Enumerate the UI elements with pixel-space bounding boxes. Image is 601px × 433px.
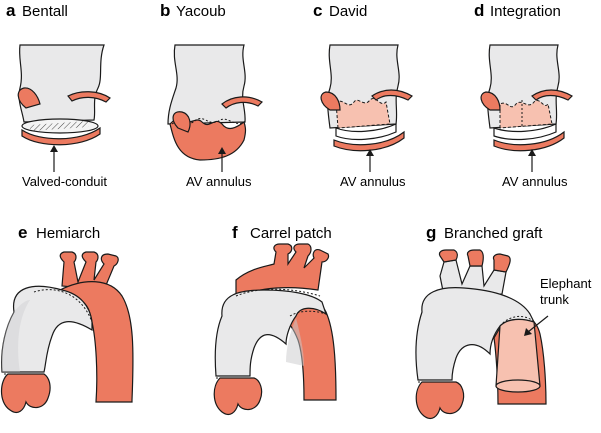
panel-g-trunk-end [495,379,541,393]
panel-c-coronary-right [371,89,413,101]
panel-c-arrowhead [366,149,374,156]
panel-a-coronary-right [67,91,111,103]
panel-d-coronary-left [480,91,501,111]
panel-c-annulus [333,130,405,152]
panel-d-ring [493,123,557,141]
panel-b-title: Yacoub [176,3,226,20]
panel-g-label-line1: Elephant [540,276,592,291]
panel-c: c David AV annulus [313,1,413,189]
panel-a-annulus [21,126,101,146]
panel-g-title: Branched graft [444,225,543,242]
panel-f-root [213,377,263,416]
panel-g-arrowhead [524,328,532,336]
panel-c-title: David [329,3,367,20]
panel-a-graft [18,44,105,123]
panel-d: d Integration AV annulus [474,1,573,189]
panel-g-elephant-trunk [495,318,541,387]
panel-f-suture-distal [289,310,327,317]
panel-d-coronary-right [531,89,573,101]
panel-c-ring [335,123,397,141]
panel-b: b Yacoub AV annulus [160,1,263,189]
panel-e-title: Hemiarch [36,225,100,242]
panel-f-letter: f [232,223,238,242]
panel-b-coronary-left [172,111,191,133]
panel-g-head-vessel-3 [492,253,511,273]
panel-f-graft [214,289,328,377]
panel-e-suture-distal [33,289,93,323]
panel-e-root [0,373,51,414]
panel-e-arch-vessels [59,251,119,291]
panel-c-valve [335,98,391,129]
panel-e: e Hemiarch [0,223,134,414]
panel-g-head-vessel-2 [466,249,484,267]
panel-d-label: AV annulus [502,174,568,189]
panel-f: f Carrel patch [213,223,337,416]
panel-e-graft [1,285,93,373]
panel-g-pointer [527,315,549,333]
panel-d-title: Integration [490,3,561,20]
panel-g-label-line2: trunk [540,292,569,307]
panel-a: a Bentall Valved-conduit [6,1,111,189]
panel-a-arrowhead [50,145,58,152]
panel-d-letter: d [474,1,484,20]
panel-e-letter: e [18,223,27,242]
panel-f-title: Carrel patch [250,225,332,242]
panel-b-label: AV annulus [186,174,252,189]
panel-g-letter: g [426,223,436,242]
panel-a-title: Bentall [22,3,68,20]
panel-d-valve [499,100,553,129]
panel-b-coronary-right [221,96,263,109]
panel-g-suture [499,316,535,327]
panel-a-letter: a [6,1,16,20]
panel-c-letter: c [313,1,322,20]
panel-d-arrowhead [528,149,536,156]
panel-f-suture-patch [235,288,321,297]
panel-g-graft [415,287,536,381]
panel-g: g Branched graft Elephant trunk [415,223,592,420]
panel-b-letter: b [160,1,170,20]
panel-d-annulus [493,130,565,152]
panel-b-arrowhead [218,147,226,154]
panel-c-coronary-left [320,91,341,111]
panel-a-coronary-left [17,87,41,109]
panel-g-head-vessel-1 [438,249,458,263]
panel-f-arch-vessels [235,243,330,299]
panel-a-label: Valved-conduit [22,174,107,189]
panel-c-label: AV annulus [340,174,406,189]
panel-g-root [415,381,465,420]
